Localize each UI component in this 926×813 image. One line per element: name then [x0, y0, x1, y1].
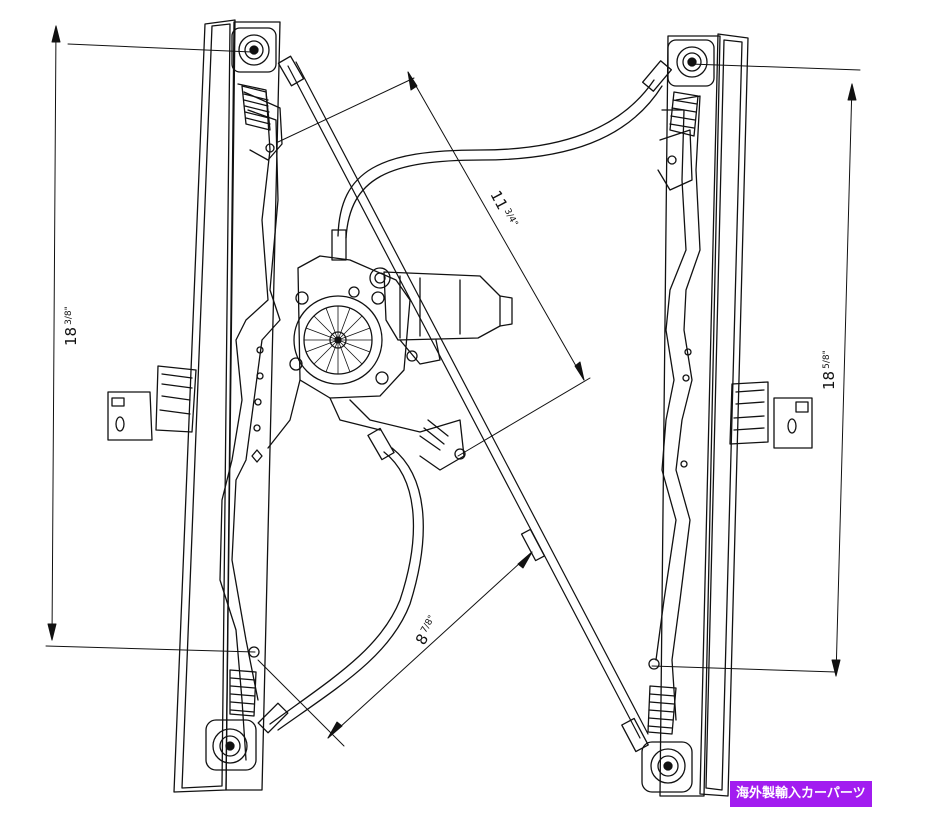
cables [257, 55, 673, 753]
import-parts-badge: 海外製輸入カーパーツ [730, 781, 872, 807]
dimension-lines [45, 25, 861, 747]
top-left-pulley [231, 27, 277, 73]
upper-diagonal-label: 113/4" [486, 187, 521, 231]
motor-assembly [267, 255, 513, 471]
top-right-spring [669, 91, 699, 137]
dimension-labels: 183/8" 185/8" 113/4" 87/8" [62, 187, 838, 648]
lower-diagonal-label: 87/8" [412, 613, 443, 648]
right-mounting-clip [729, 381, 813, 449]
right-rail [641, 33, 813, 797]
left-height-label: 183/8" [62, 306, 80, 346]
left-rail [107, 19, 283, 793]
top-left-spring [241, 85, 271, 131]
bottom-left-pulley [205, 719, 257, 771]
right-height-label: 185/8" [820, 350, 838, 390]
top-right-pulley [667, 39, 715, 87]
bottom-right-spring [647, 685, 677, 735]
bottom-right-pulley [641, 741, 693, 793]
left-mounting-clip [107, 365, 197, 441]
bottom-left-spring [229, 669, 257, 717]
